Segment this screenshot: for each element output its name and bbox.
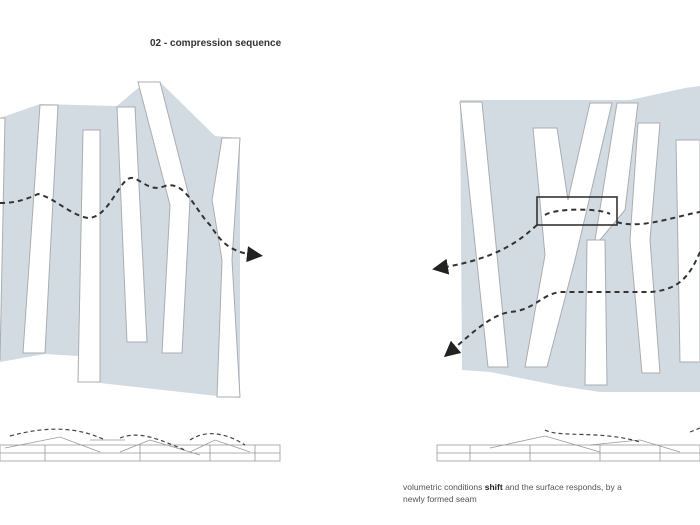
caption: volumetric conditions shift and the surf…	[403, 481, 622, 505]
strip	[524, 102, 613, 368]
strip	[22, 104, 59, 354]
caption-line-1: volumetric conditions shift and the surf…	[403, 481, 622, 493]
movement-path	[544, 208, 611, 216]
right-plan-diagram	[432, 86, 700, 392]
strip	[675, 139, 700, 363]
diagram-title: 02 - compression sequence	[150, 38, 282, 49]
strip	[584, 239, 608, 386]
movement-path	[443, 251, 700, 358]
strip	[137, 81, 191, 354]
strip	[459, 101, 509, 368]
right-section-drawing	[436, 427, 700, 462]
caption-text: volumetric conditions	[403, 482, 483, 492]
left-plan-diagram	[0, 81, 263, 398]
caption-text: and the surface responds, by a	[505, 482, 622, 492]
strip	[211, 137, 241, 398]
strip	[629, 122, 661, 374]
movement-path	[0, 177, 263, 263]
caption-line-2: newly formed seam	[403, 494, 477, 504]
strip	[0, 117, 6, 361]
left-section-drawing	[0, 428, 281, 462]
movement-path	[432, 224, 538, 275]
seam-highlight-box	[536, 196, 618, 226]
caption-emphasis: shift	[484, 482, 503, 492]
strip	[116, 106, 148, 343]
strip	[77, 129, 101, 383]
